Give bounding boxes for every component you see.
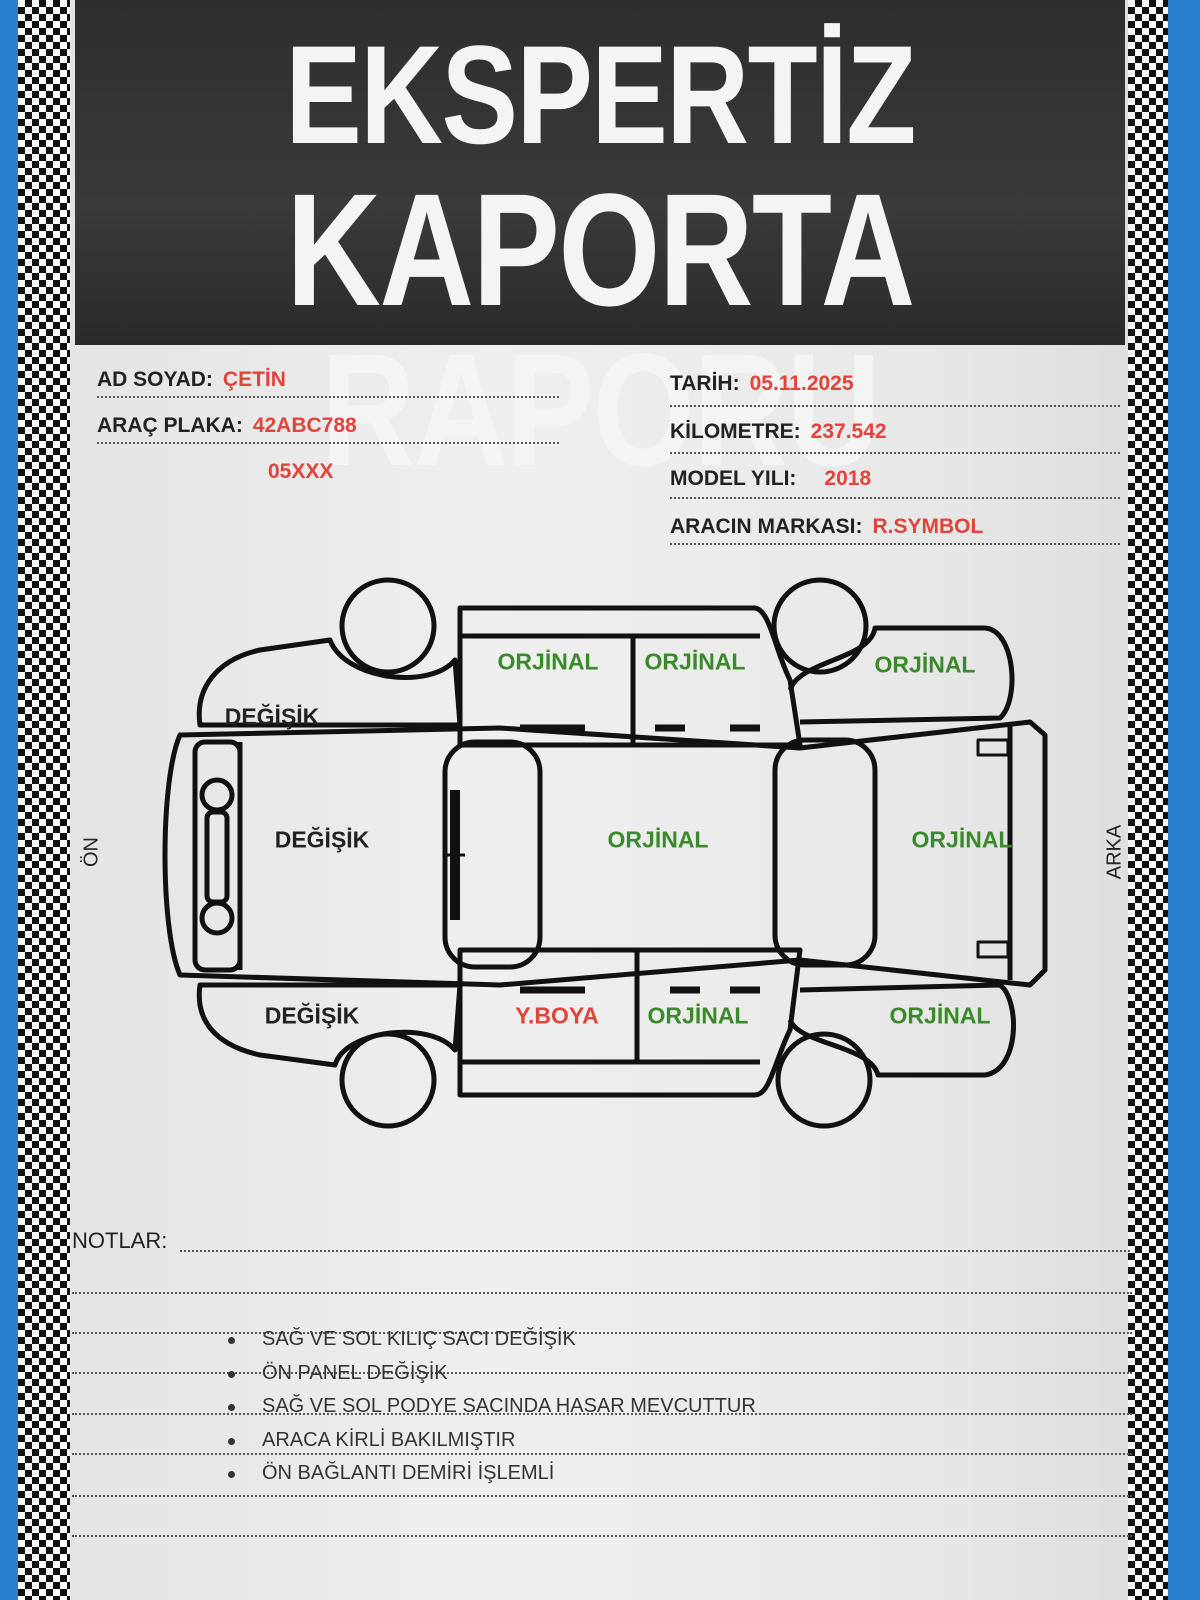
part-roof: ORJİNAL (607, 826, 709, 853)
divider (670, 452, 1120, 454)
km-label: KİLOMETRE: (670, 420, 801, 443)
field-plate: ARAÇ PLAKA: 42ABC788 (97, 414, 357, 438)
divider (97, 396, 559, 398)
note-item: ARACA KİRLİ BAKILMIŞTIR (262, 1429, 516, 1451)
notes-label: NOTLAR: (72, 1228, 168, 1253)
panel-left-front-fender (196, 637, 463, 728)
part-left-rear-door: ORJİNAL (644, 648, 746, 675)
plate-label: ARAÇ PLAKA: (97, 414, 243, 437)
wheel-bottom-rear (775, 1031, 873, 1129)
panel-left-rear-fender (787, 625, 1015, 725)
note-line (72, 1372, 1132, 1374)
year-label: MODEL YILI: (670, 467, 797, 490)
date-label: TARİH: (670, 372, 740, 395)
brand-value: R.SYMBOL (872, 515, 984, 538)
brand-label: ARACIN MARKASI: (670, 515, 863, 538)
field-year: MODEL YILI: 2018 (670, 467, 871, 491)
rear-window (772, 737, 878, 968)
part-hood: DEĞİŞİK (274, 826, 370, 853)
date-value: 05.11.2025 (749, 372, 854, 395)
part-right-rear-door: ORJİNAL (647, 1002, 749, 1029)
part-right-front-fender: DEĞİŞİK (264, 1002, 360, 1029)
divider (670, 405, 1120, 407)
front-label: ÖN (80, 837, 103, 867)
report-header: EKSPERTİZ KAPORTA RAPORU (75, 0, 1125, 490)
wheel-top-front (339, 577, 437, 675)
part-trunk: ORJİNAL (911, 826, 1013, 853)
panel-right-doors (457, 947, 803, 1098)
wheel-bottom-front (339, 1031, 437, 1129)
note-line (72, 1292, 1132, 1294)
divider (670, 497, 1120, 499)
year-value: 2018 (824, 467, 872, 490)
note-line (72, 1413, 1132, 1415)
note-item: SAĞ VE SOL KILIÇ SACI DEĞİŞİK (262, 1328, 576, 1350)
field-date: TARİH: 05.11.2025 (670, 372, 854, 396)
front-bumper (192, 739, 243, 973)
title-line-2: KAPORTA RAPORU (286, 160, 915, 499)
wheel-top-rear (771, 577, 869, 675)
note-item: ÖN PANEL DEĞİŞİK (262, 1362, 448, 1384)
note-line (72, 1535, 1132, 1537)
checker-border-left (18, 0, 70, 1600)
panel-left-doors (457, 605, 803, 748)
note-line (72, 1332, 1132, 1334)
note-item: SAĞ VE SOL PODYE SACINDA HASAR MEVCUTTUR (262, 1395, 756, 1417)
panel-right-rear-fender (787, 982, 1016, 1078)
car-body-top-view (162, 719, 1048, 988)
note-line (72, 1495, 1132, 1497)
part-left-front-fender: DEĞİŞİK (224, 703, 320, 730)
note-line (72, 1453, 1132, 1455)
name-value: ÇETİN (222, 368, 286, 391)
field-brand: ARACIN MARKASI: R.SYMBOL (670, 515, 983, 539)
plate-extra-value: 05XXX (268, 460, 334, 483)
checker-border-right (1128, 0, 1168, 1600)
field-name: AD SOYAD: ÇETİN (97, 368, 286, 392)
field-km: KİLOMETRE: 237.542 (670, 420, 887, 444)
part-right-rear-fender: ORJİNAL (889, 1002, 991, 1029)
part-left-rear-fender: ORJİNAL (874, 651, 976, 678)
rear-label: ARKA (1103, 824, 1126, 880)
km-value: 237.542 (810, 420, 887, 443)
note-line (180, 1250, 1130, 1252)
title-line-1: EKSPERTİZ (285, 16, 916, 173)
part-left-front-door: ORJİNAL (497, 648, 599, 675)
note-item: ÖN BAĞLANTI DEMİRİ İŞLEMLİ (262, 1462, 555, 1484)
name-label: AD SOYAD: (97, 368, 213, 391)
panel-right-front-fender (196, 982, 463, 1068)
plate-value: 42ABC788 (252, 414, 357, 437)
part-right-front-door: Y.BOYA (515, 1002, 599, 1029)
divider (670, 543, 1120, 545)
divider (97, 442, 559, 444)
